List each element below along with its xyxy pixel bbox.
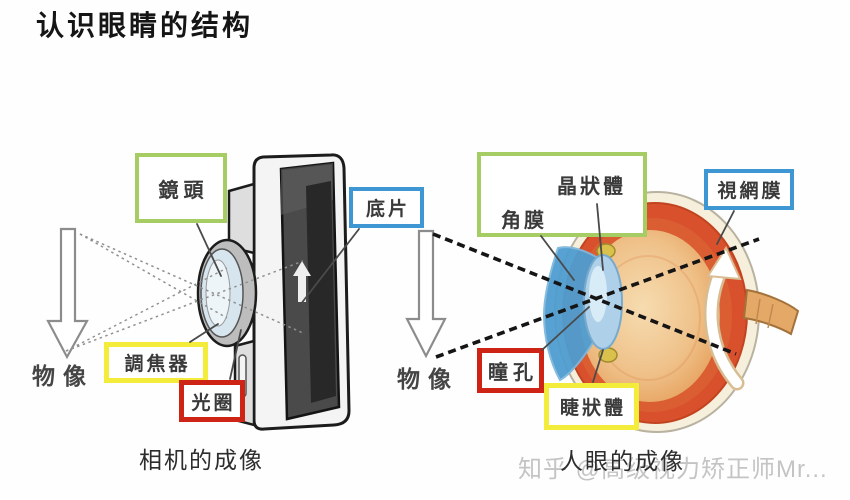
camera-light-rays: [65, 233, 304, 352]
eye-pupil-label: 瞳孔: [488, 362, 538, 384]
camera-aperture-label-box: 光圈: [179, 380, 245, 422]
camera-lens-label-box: 鏡頭: [135, 153, 227, 223]
camera-lens-label: 鏡頭: [158, 179, 209, 202]
eye-object-label: 物像: [397, 366, 459, 392]
eye-front-parts-label-box: 晶狀體 角膜: [477, 152, 647, 237]
eye-retina-label-box: 視網膜: [704, 169, 794, 210]
object-arrow-camera: [46, 227, 89, 360]
eye-caption: 人眼的成像: [560, 448, 685, 474]
eye-pupil-label-box: 瞳孔: [477, 348, 544, 393]
inverted-image-arrowhead-eye: [706, 245, 742, 281]
leader-camera-focuser: [189, 323, 219, 343]
page-title: 认识眼睛的结构: [36, 10, 254, 41]
leader-eye-ciliary-body: [592, 349, 604, 383]
camera-film-label-box: 底片: [349, 187, 424, 228]
leader-camera-aperture: [229, 329, 242, 380]
camera-focuser-label: 調焦器: [124, 354, 191, 375]
camera-object-label: 物像: [32, 363, 94, 389]
camera-film-label: 底片: [365, 199, 410, 220]
eye-ciliary-body-label-box: 睫狀體: [544, 383, 639, 430]
leader-eye-pupil: [541, 306, 590, 351]
eye-retina-label: 視網膜: [717, 181, 784, 202]
eye-cornea-label: 角膜: [501, 210, 547, 232]
camera-focuser-label-box: 調焦器: [104, 342, 208, 383]
eye-lens-highlight: [589, 266, 607, 322]
object-arrow-eye: [405, 229, 447, 359]
inverted-image-arrow-camera: [293, 261, 311, 302]
leader-eye-crystalline-lens: [596, 203, 604, 271]
watermark: 知乎 @高级视力矫正师Mr...: [518, 456, 828, 483]
inverted-image-arrow-eye: [706, 261, 742, 388]
eye-light-rays: [432, 232, 760, 359]
eye-drawing: [542, 191, 800, 433]
leader-eye-cornea: [540, 235, 575, 281]
leader-camera-lens: [196, 223, 222, 277]
optic-nerve-lines: [755, 298, 774, 329]
leader-camera-film: [296, 228, 360, 310]
eye-ciliary-body-label: 睫狀體: [559, 398, 626, 419]
camera-caption: 相机的成像: [139, 447, 264, 473]
eye-crystalline-lens-label: 晶狀體: [557, 176, 626, 198]
leader-eye-retina: [716, 210, 735, 245]
camera-aperture-label: 光圈: [191, 392, 236, 414]
camera-film-plane: [306, 181, 336, 403]
